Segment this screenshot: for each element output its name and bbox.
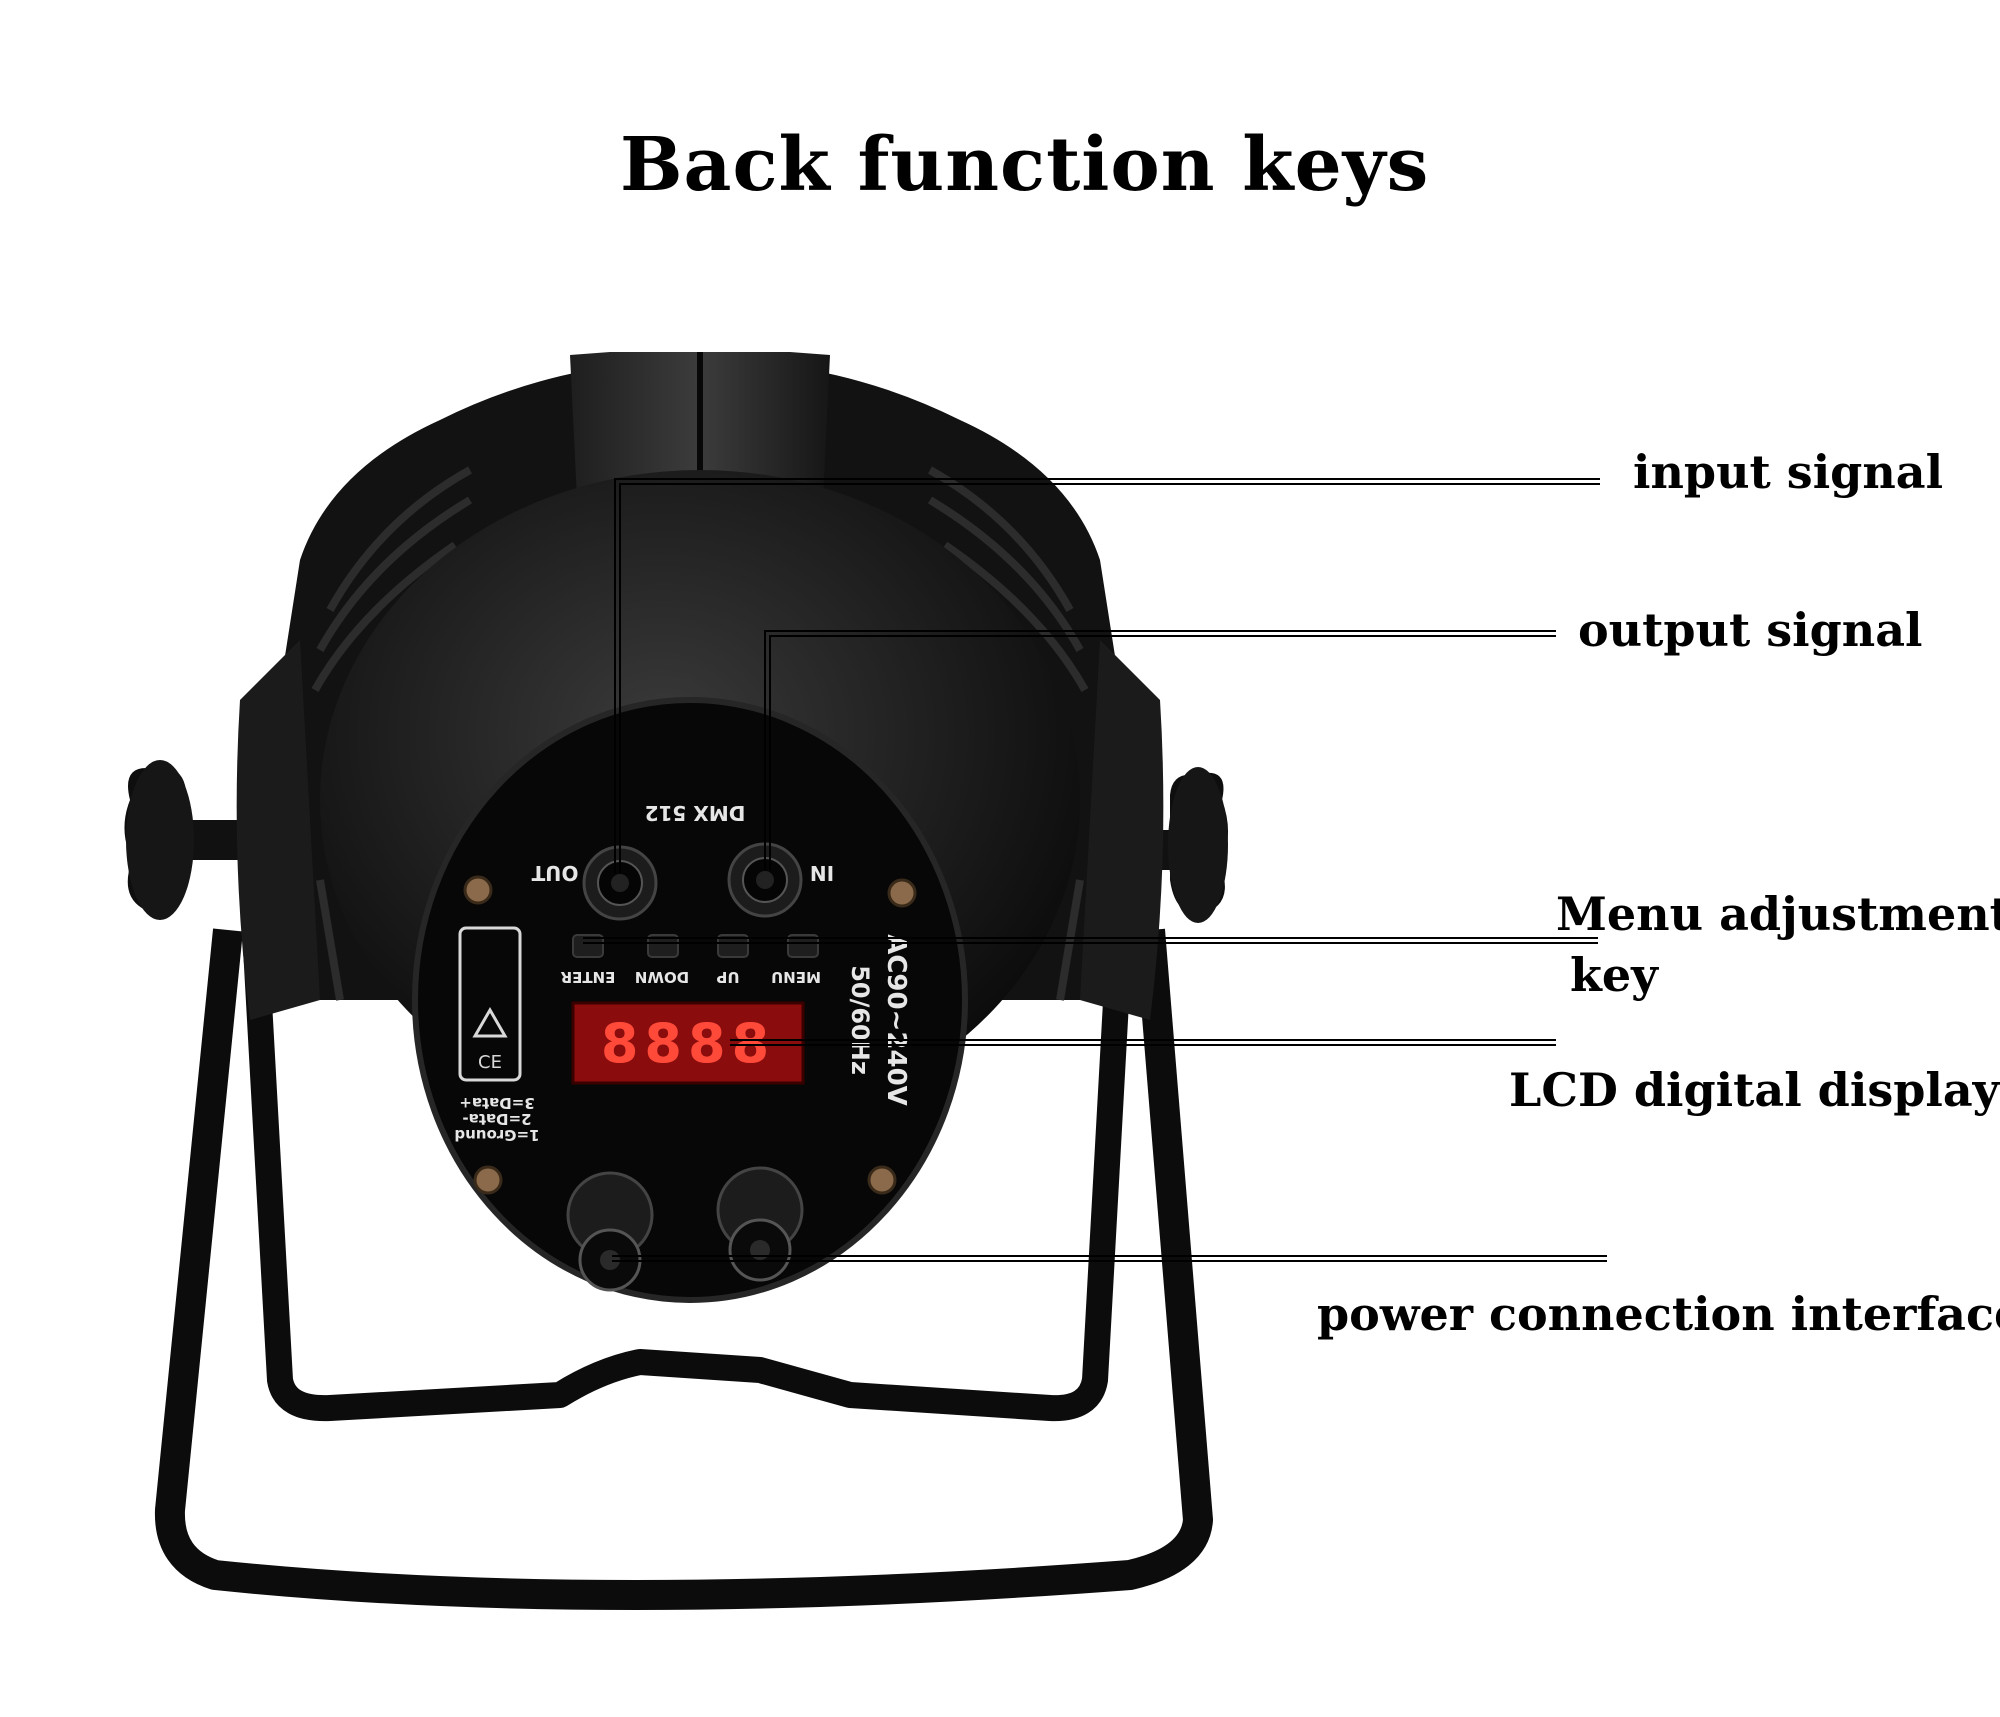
leader-lines — [583, 478, 1607, 1262]
ce-mark-icon: CE — [478, 1052, 502, 1073]
input-signal-leader — [614, 478, 1600, 873]
pin2-label: 2=Data- — [462, 1110, 531, 1128]
out-label: OUT — [531, 861, 578, 885]
voltage-label: AC90~240V — [881, 934, 911, 1106]
in-label: IN — [810, 861, 834, 885]
lcd-display-leader — [730, 1039, 1556, 1046]
left-knob — [124, 760, 260, 920]
enter-label: ENTER — [560, 968, 615, 986]
callout-power-interface: power connection interface — [1317, 1287, 2000, 1341]
menu-key-leader — [583, 937, 1598, 944]
down-label: DOWN — [635, 968, 689, 986]
diagram-title: Back function keys — [620, 122, 1430, 208]
power-out-connector — [716, 1166, 804, 1282]
pin1-label: 1=Ground — [454, 1126, 539, 1144]
bracket-hole — [661, 1383, 689, 1411]
callout-menu-key-line2: key — [1570, 948, 1658, 1002]
up-label: UP — [716, 968, 739, 986]
warning-triangle-icon — [472, 1006, 508, 1038]
power-in-connector — [566, 1171, 654, 1292]
led-display-digits: 8888 — [601, 1012, 775, 1075]
mounting-bracket — [154, 928, 1213, 1610]
power-interface-leader — [612, 1255, 1607, 1262]
lamp-housing — [236, 352, 1164, 1303]
dmx-label: DMX 512 — [645, 801, 746, 825]
dmx-out-connector — [582, 845, 658, 921]
frequency-label: 50/60Hz — [846, 965, 874, 1075]
callout-lcd-display: LCD digital display — [1509, 1063, 2000, 1117]
rear-panel — [412, 697, 968, 1303]
pin3-label: 3=Data+ — [459, 1094, 534, 1112]
menu-label: MENU — [771, 968, 821, 986]
menu-buttons — [572, 934, 819, 958]
certification-marks: CE — [458, 926, 522, 1082]
callout-menu-key-line1: Menu adjustment — [1556, 887, 2000, 941]
callout-output-signal: output signal — [1578, 603, 1923, 657]
output-signal-leader — [764, 630, 1556, 870]
dmx-in-connector — [727, 842, 803, 918]
panel-screws — [463, 875, 917, 1195]
callout-input-signal: input signal — [1633, 445, 1944, 499]
led-display-window — [571, 1001, 805, 1085]
